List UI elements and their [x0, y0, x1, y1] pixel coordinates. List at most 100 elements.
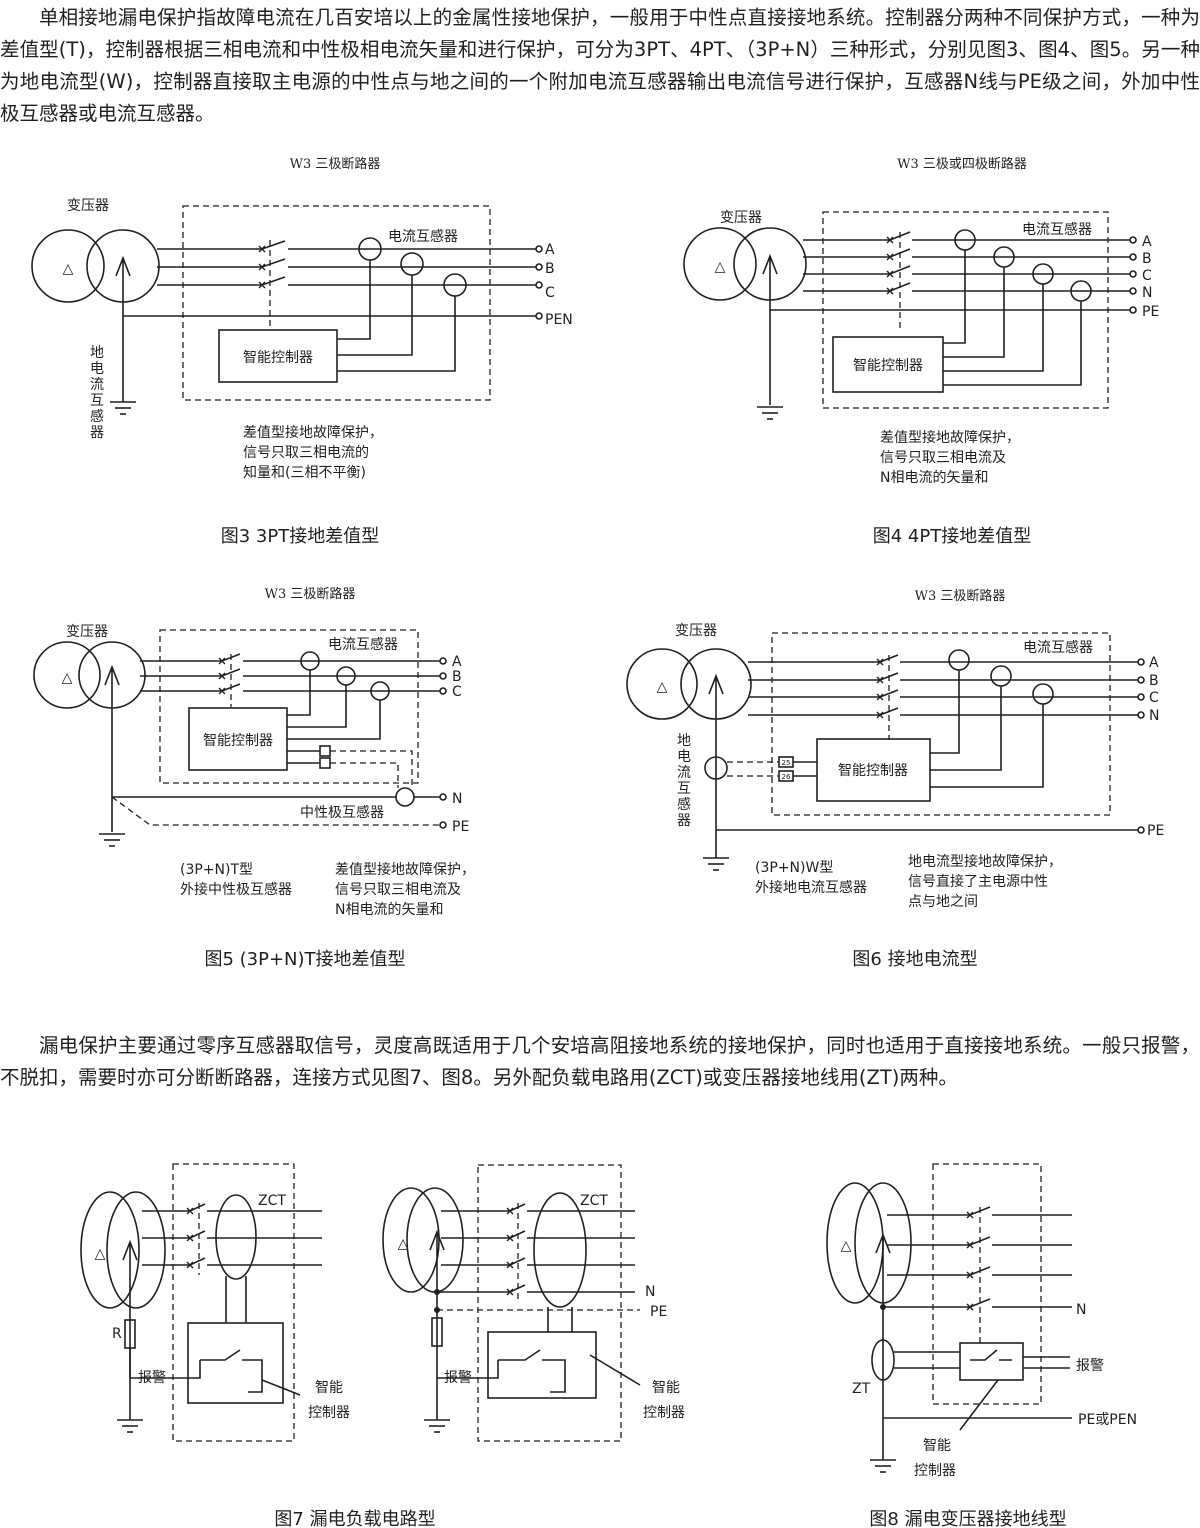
fig7b-zct-label: ZCT — [580, 1193, 608, 1209]
fig5-terminal-block-2 — [319, 757, 331, 769]
fig8-caption: 图8 漏电变压器接地线型 — [869, 1509, 1066, 1528]
fig3-breaker-label: W3 三极断路器 — [290, 156, 381, 172]
fig7b-transformer-primary — [382, 1187, 440, 1293]
fig4-transformer-primary — [683, 227, 757, 301]
fig6-note-1: 地电流型接地故障保护， — [908, 853, 1062, 870]
fig6-note-2: 信号直接了主电源中性 — [908, 873, 1048, 890]
fig6-ct-a — [948, 649, 970, 671]
fig7b-phase-3 — [441, 1257, 635, 1266]
fig3-caption: 图3 3PT接地差值型 — [221, 526, 379, 547]
fig5-type-note-2: 外接中性极互感器 — [180, 881, 292, 898]
fig5-ct-wires — [287, 670, 381, 740]
fig3-phase-c-line — [157, 276, 536, 286]
fig7a-smart-label: 智能 — [315, 1380, 343, 1396]
fig7a-controller-box — [187, 1322, 284, 1404]
fig7a-transformer-secondary — [106, 1191, 166, 1309]
fig6-phase-b-line — [748, 672, 1138, 681]
fig7b-neutral-line — [437, 1284, 635, 1293]
fig3-transformer-primary — [31, 229, 105, 303]
fig7a-relay-contact — [200, 1349, 263, 1393]
fig8-terminal-n: N — [1076, 1302, 1086, 1318]
fig3-terminal-a: A — [545, 242, 555, 258]
fig7b-terminal-pe: PE — [650, 1304, 667, 1320]
fig8-zt-label: ZT — [852, 1381, 871, 1397]
fig3-terminal-b: B — [545, 261, 555, 277]
figure-7-left: △ ZCT R 报警 智能 控制器 — [80, 1163, 350, 1442]
fig4-controller-box — [832, 336, 944, 393]
fig7-caption: 图7 漏电负载电路型 — [274, 1509, 435, 1528]
fig7b-zct — [533, 1192, 587, 1308]
fig7a-phase-2 — [142, 1230, 322, 1239]
fig4-phase-c-line — [803, 265, 1130, 275]
fig5-note-3: N相电流的矢量和 — [335, 902, 443, 918]
fig7b-terminal-n: N — [645, 1284, 655, 1300]
fig5-delta-symbol: △ — [62, 670, 73, 686]
fig4-terminal-c: C — [1142, 268, 1152, 284]
fig3-terminal-c: C — [545, 285, 555, 301]
fig5-note-1: 差值型接地故障保护， — [335, 861, 475, 878]
fig4-terminal-b: B — [1142, 251, 1152, 267]
fig6-ct-label: 电流互感器 — [1023, 639, 1093, 656]
fig7a-alarm-label: 报警 — [138, 1370, 166, 1386]
fig6-terminal-26-label: 26 — [782, 773, 791, 781]
fig5-phase-b-line — [140, 668, 440, 677]
fig5-breaker-box — [159, 629, 419, 784]
fig5-terminal-c: C — [452, 684, 462, 700]
figure-5: W3 三极断路器 变压器 △ A B C 电流互感器 智能控制器 N PE 中性… — [33, 586, 475, 970]
fig3-note-1: 差值型接地故障保护， — [243, 424, 383, 441]
figure-7-right: △ ZCT N PE 报警 智能 控制器 图7 漏电负载电路型 — [274, 1164, 685, 1528]
fig8-zt — [871, 1339, 895, 1381]
fig6-neutral-line — [748, 707, 1138, 716]
fig7a-transformer-primary — [80, 1191, 140, 1309]
fig5-wye-symbol — [104, 664, 120, 832]
fig4-terminal-a: A — [1142, 234, 1152, 250]
fig5-terminal-n: N — [452, 791, 462, 807]
fig3-terminal-pen: PEN — [545, 312, 573, 328]
fig7b-relay-contact — [498, 1349, 566, 1393]
fig6-ground-ct-label: 地电流互感器 — [677, 733, 691, 829]
fig6-wye-symbol — [708, 673, 724, 858]
fig4-ct-label: 电流互感器 — [1022, 221, 1092, 238]
fig6-breaker-label: W3 三极断路器 — [915, 588, 1006, 604]
figure-8: △ N 报警 ZT PE或PEN 智能 控制器 图8 漏电变压器接地线型 — [826, 1163, 1137, 1528]
fig4-note-1: 差值型接地故障保护， — [880, 429, 1020, 446]
fig6-controller-label: 智能控制器 — [838, 763, 908, 779]
fig4-caption: 图4 4PT接地差值型 — [873, 526, 1031, 547]
figure-6: W3 三极断路器 变压器 △ A B C N 电流互感器 智能控制器 25 26 — [626, 588, 1164, 970]
fig3-phase-b-line — [157, 258, 536, 268]
fig6-type-note-1: (3P+N)W型 — [755, 860, 833, 876]
fig7b-phase-2 — [441, 1230, 635, 1239]
fig6-terminal-pe: PE — [1147, 823, 1164, 839]
fig8-controller-box — [959, 1342, 1024, 1381]
fig6-terminal-b: B — [1149, 673, 1159, 689]
fig7b-alarm-label: 报警 — [444, 1370, 472, 1386]
fig6-terminal-n: N — [1149, 708, 1159, 724]
fig8-delta-symbol: △ — [841, 1238, 852, 1254]
fig7b-transformer-secondary — [406, 1187, 464, 1293]
fig4-controller-label: 智能控制器 — [853, 358, 923, 374]
fig3-wye-symbol — [115, 255, 131, 400]
fig3-phase-a-line — [157, 240, 536, 250]
fig5-terminal-b: B — [452, 669, 462, 685]
fig7a-phase-1 — [142, 1203, 322, 1212]
fig6-note-3: 点与地之间 — [908, 894, 978, 910]
fig7b-smart-label: 智能 — [652, 1380, 680, 1396]
fig6-caption: 图6 接地电流型 — [852, 949, 977, 970]
fig6-type-note-2: 外接地电流互感器 — [755, 879, 867, 896]
fig7a-controller-label: 控制器 — [308, 1405, 350, 1421]
fig3-transformer-label: 变压器 — [67, 198, 109, 214]
fig5-transformer-label: 变压器 — [66, 624, 108, 640]
fig7a-delta-symbol: △ — [95, 1246, 106, 1262]
fig6-ct-wires — [930, 670, 1044, 788]
fig3-breaker-box — [182, 205, 491, 401]
fig3-controller-label: 智能控制器 — [243, 350, 313, 366]
fig7a-zct-label: ZCT — [258, 1193, 286, 1209]
fig4-wye-symbol — [762, 253, 778, 405]
fig5-ct-label: 电流互感器 — [328, 636, 398, 653]
fig6-transformer-primary — [626, 648, 698, 720]
fig3-ground-ct-label: 地电流互感器 — [90, 345, 104, 441]
fig7b-controller-label: 控制器 — [643, 1405, 685, 1421]
fig5-caption: 图5 (3P+N)T接地差值型 — [204, 949, 405, 970]
fig8-box — [932, 1163, 1042, 1405]
